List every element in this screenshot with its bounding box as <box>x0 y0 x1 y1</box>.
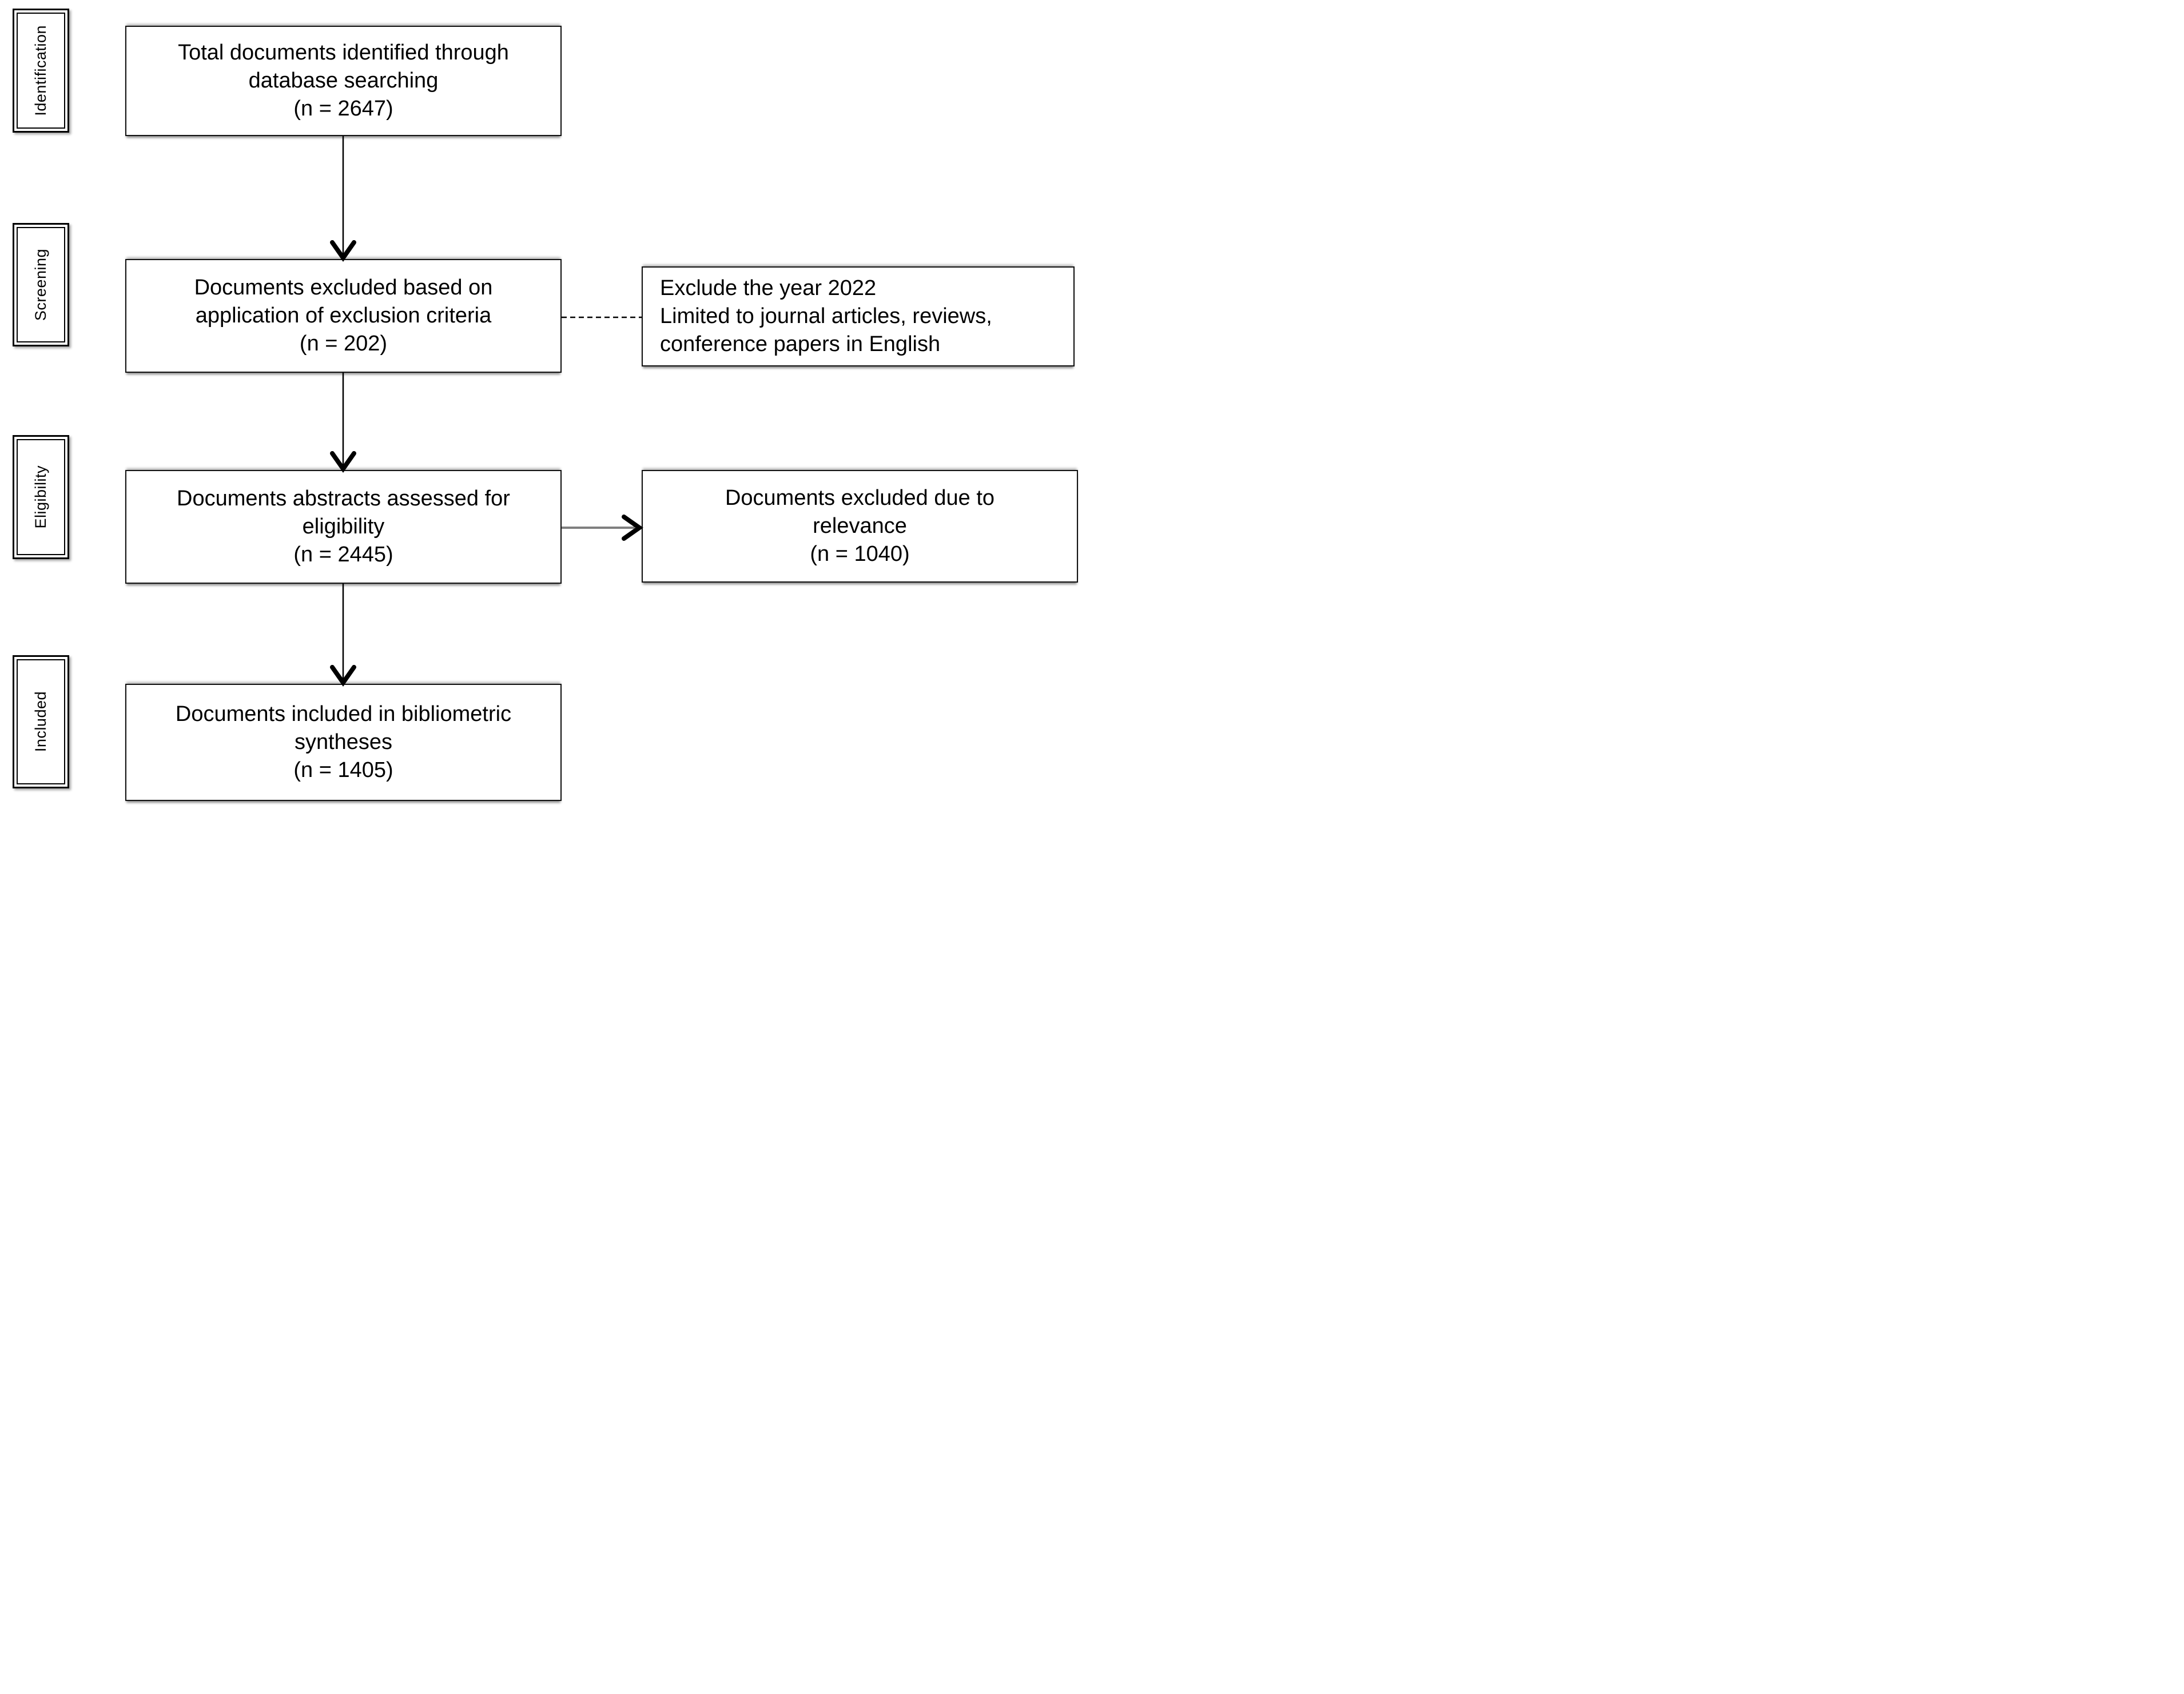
note-box-exclusion-criteria: Exclude the year 2022 Limited to journal… <box>642 266 1075 366</box>
arrow-screening-to-eligibility <box>330 373 356 473</box>
flow-box-excluded-by-criteria: Documents excluded based on application … <box>125 259 562 373</box>
stage-box-eligibility-inner: Eligibility <box>17 439 65 555</box>
stage-box-included-inner: Included <box>17 659 65 784</box>
flow-box-excluded-due-to-relevance: Documents excluded due to relevance (n =… <box>642 470 1078 583</box>
flow-box-identified-documents: Total documents identified through datab… <box>125 26 562 136</box>
arrow-eligibility-to-excluded <box>562 515 643 541</box>
stage-box-identification: Identification <box>13 9 69 133</box>
stage-box-screening: Screening <box>13 223 69 346</box>
flow-box-abstracts-assessed: Documents abstracts assessed for eligibi… <box>125 470 562 584</box>
stage-label-eligibility: Eligibility <box>32 465 49 529</box>
stage-box-eligibility: Eligibility <box>13 435 69 559</box>
stage-box-included: Included <box>13 655 69 788</box>
prisma-flow-diagram: Identification Screening Eligibility Inc… <box>0 0 1092 847</box>
arrow-identification-to-screening <box>330 136 356 262</box>
stage-label-included: Included <box>32 691 49 752</box>
flow-box-included-in-syntheses: Documents included in bibliometric synth… <box>125 684 562 801</box>
stage-box-identification-inner: Identification <box>17 13 65 129</box>
stage-label-screening: Screening <box>32 248 49 321</box>
stage-label-identification: Identification <box>32 25 49 116</box>
arrow-eligibility-to-included <box>330 584 356 687</box>
stage-box-screening-inner: Screening <box>17 227 65 342</box>
